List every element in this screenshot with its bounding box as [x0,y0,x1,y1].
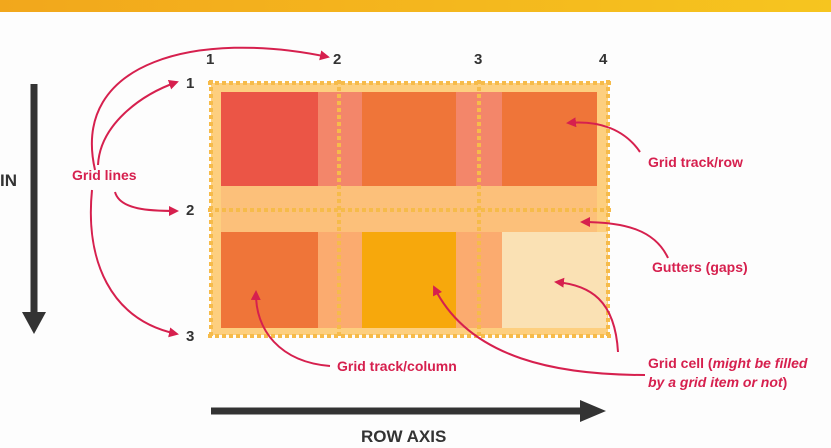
grid-cell-2-1 [221,232,318,328]
label-grid-track-column: Grid track/column [337,358,457,374]
arrow-gutters [580,217,669,259]
label-grid-track-row: Grid track/row [648,154,743,170]
arrow-to-column-line-2 [90,46,330,171]
label-grid-cell-italic: might be filled by a grid item or not [648,355,808,390]
grid-cell-2-2 [362,232,456,328]
column-axis-label-fragment: IN [0,171,17,190]
row-line-number-2: 2 [186,202,195,219]
arrow-grid-track-column [250,290,331,367]
label-grid-cell-prefix: Grid cell ( [648,355,713,371]
label-grid-cell-suffix: ) [782,374,788,390]
arrow-grid-cell-amber [433,285,646,376]
arrow-to-row-line-3 [89,189,179,338]
column-line-number-4: 4 [599,51,608,68]
column-line-number-2: 2 [333,51,342,68]
label-gutters: Gutters (gaps) [652,259,748,275]
label-grid-lines: Grid lines [72,167,137,183]
column-line-number-1: 1 [206,51,215,68]
column-axis-arrow [22,84,46,334]
grid-cell-1-1 [221,92,318,186]
column-line-number-3: 3 [474,51,483,68]
arrow-to-row-line-2 [114,191,179,216]
grid-cell-1-2 [362,92,456,186]
row-axis-label: ROW AXIS [361,427,447,446]
top-accent-bar [0,0,831,12]
row-gutter [221,186,597,232]
arrow-to-row-line-1 [97,79,179,166]
grid-cell-1-3 [502,92,597,186]
label-grid-cell: Grid cell (might be filled by a grid ite… [648,354,818,392]
row-line-number-3: 3 [186,328,195,345]
arrow-grid-track-row [566,117,641,153]
arrow-grid-cell-light [554,277,619,353]
row-line-number-1: 1 [186,75,195,92]
row-axis-arrow [211,400,606,422]
